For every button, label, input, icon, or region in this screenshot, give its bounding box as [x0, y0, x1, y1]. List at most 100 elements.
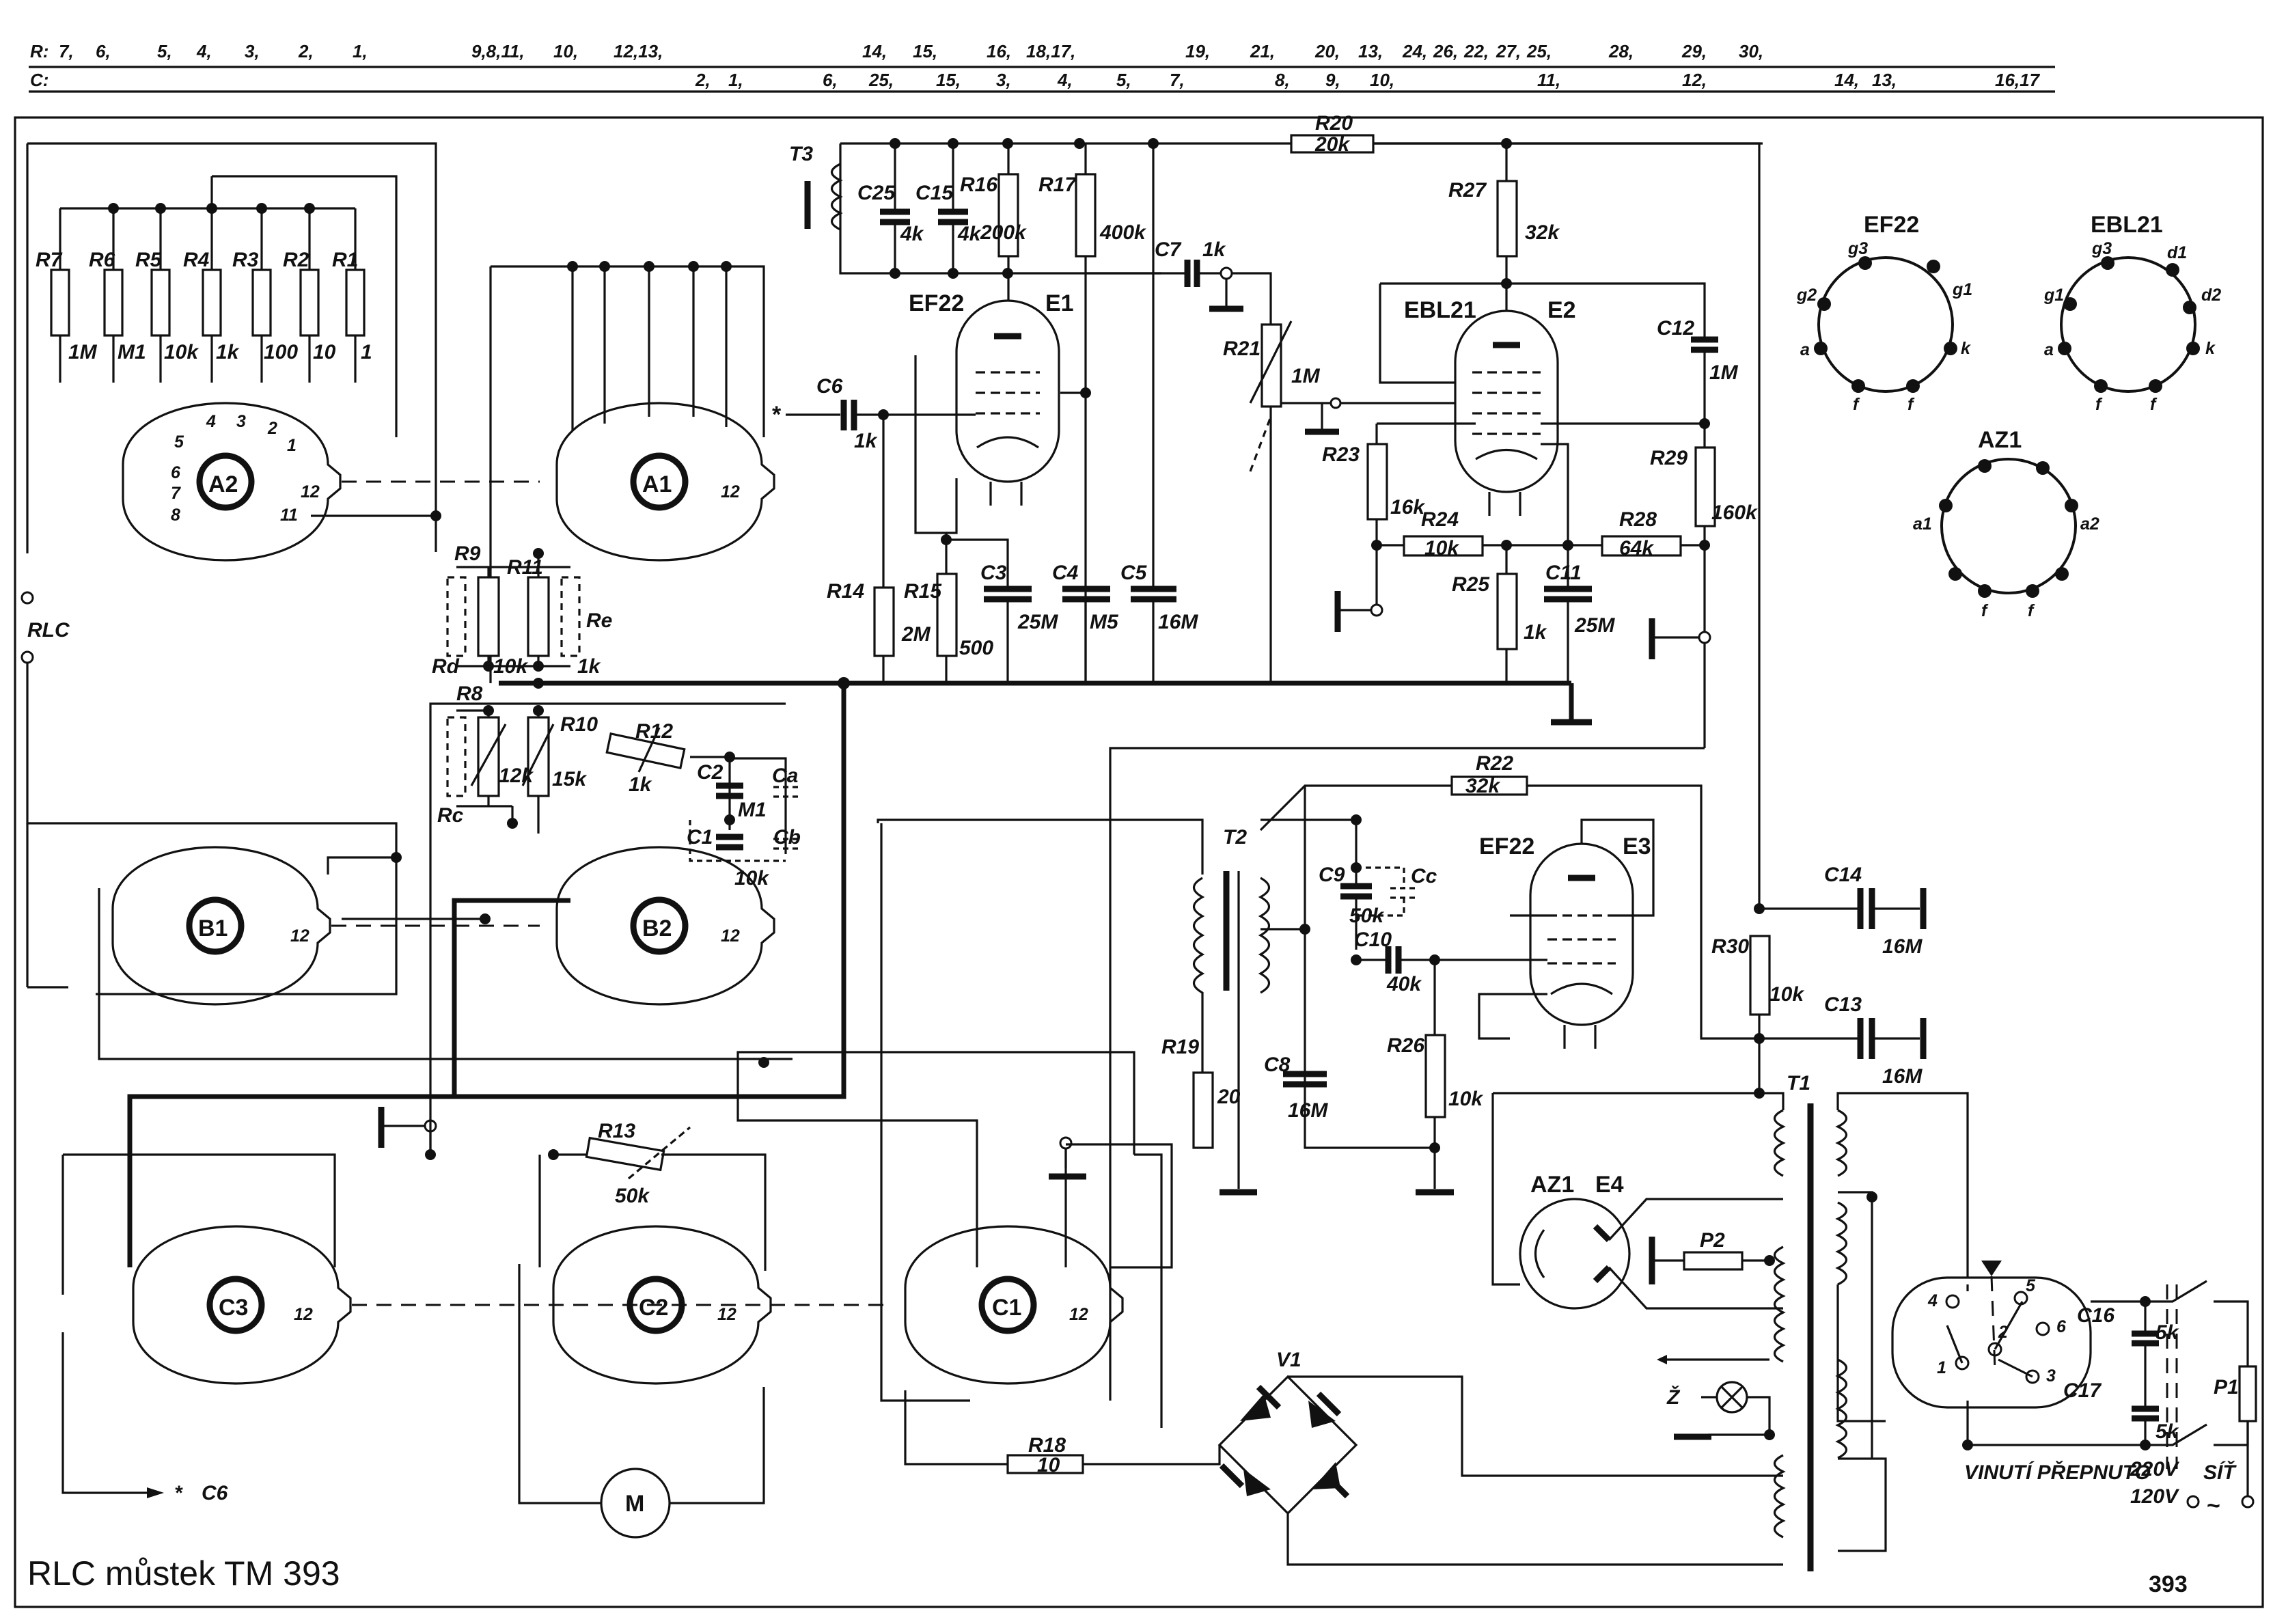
r23-label: R23 — [1322, 443, 1360, 466]
r8-label: R8 — [456, 683, 483, 705]
v220-label: 220V — [2130, 1458, 2180, 1481]
r-col: 18,17, — [1026, 41, 1075, 61]
r-col: 5, — [157, 41, 172, 61]
rlc-label: RLC — [27, 619, 70, 642]
pin-a1: a1 — [1913, 514, 1932, 534]
pin-g2: g2 — [1796, 286, 1817, 305]
switch-c3-label: C3 — [219, 1295, 248, 1321]
pin-label: 12 — [717, 1305, 736, 1324]
c1-value: 10k — [734, 867, 769, 890]
winding-label: VINUTÍ PŘEPNUTO — [1964, 1461, 2151, 1484]
rc-label: Rc — [437, 804, 464, 827]
r6-value: M1 — [118, 341, 146, 363]
r5-resistor — [150, 208, 171, 383]
r4-resistor — [202, 176, 222, 383]
c4-label: C4 — [1052, 562, 1079, 584]
r30-label: R30 — [1711, 935, 1749, 958]
r25-label: R25 — [1452, 573, 1490, 596]
c4-value: M5 — [1090, 611, 1119, 633]
bottom-wiring: R13 50k M * C6 — [61, 702, 1173, 1539]
ca-label: Ca — [772, 765, 798, 787]
r25-resistor — [1496, 573, 1518, 650]
r22-label: R22 — [1476, 752, 1513, 775]
r-col: 25, — [1526, 41, 1552, 61]
pin-label: 4 — [1927, 1291, 1938, 1310]
switch-a1-label: A1 — [642, 471, 672, 497]
r27-resistor — [1496, 180, 1518, 258]
switch-c1[interactable]: C1 12 — [905, 1226, 1122, 1384]
sit-label: SÍŤ — [2203, 1461, 2237, 1484]
switch-c2[interactable]: C2 12 — [553, 1226, 771, 1384]
c-col: 8, — [1275, 70, 1290, 90]
c-col: 6, — [823, 70, 838, 90]
r18-label: R18 — [1028, 1434, 1066, 1457]
r7-label: R7 — [36, 249, 63, 271]
rlc-terminal-top[interactable] — [20, 591, 34, 605]
c16-label: C16 — [2077, 1304, 2114, 1327]
c7-value: 1k — [1202, 238, 1226, 261]
c-col: 7, — [1170, 70, 1185, 90]
c-col: 16,17 — [1995, 70, 2041, 90]
page-number: 393 — [2149, 1571, 2188, 1597]
c7-label: C7 — [1155, 238, 1182, 261]
switch-c3[interactable]: C3 12 — [133, 1226, 350, 1384]
switch-c1-label: C1 — [992, 1295, 1021, 1321]
pin-f: f — [2150, 395, 2158, 414]
p2-fuse — [1683, 1251, 1744, 1271]
switch-a1[interactable]: A1 12 — [557, 403, 774, 560]
t1-transformer: T1 — [1493, 1072, 1969, 1571]
out-c6-label: C6 — [202, 1482, 228, 1504]
r-col: 7, — [59, 41, 74, 61]
r12-label: R12 — [635, 720, 673, 743]
e3-type: EF22 — [1479, 834, 1534, 859]
az1-name: E4 — [1595, 1172, 1624, 1198]
pin-label: 3 — [2046, 1366, 2056, 1386]
switch-b1[interactable]: B1 12 — [113, 847, 330, 1004]
switch-c2-label: C2 — [639, 1295, 668, 1321]
r21-value: 1M — [1291, 365, 1321, 387]
rlc-terminal-bottom[interactable] — [20, 650, 34, 664]
r11-resistor — [527, 576, 550, 657]
pin-d2: d2 — [2201, 286, 2221, 305]
voltage-selector[interactable] — [1891, 1276, 2092, 1409]
pin-f: f — [2028, 601, 2035, 620]
p2-label: P2 — [1700, 1229, 1725, 1252]
r15-value-b: 500 — [959, 637, 993, 659]
pin-label: 12 — [294, 1305, 313, 1324]
r3-resistor — [251, 208, 272, 383]
e1-type: EF22 — [909, 290, 964, 316]
c10-value: 40k — [1386, 973, 1422, 995]
r-col: 4, — [196, 41, 212, 61]
c13-label: C13 — [1824, 993, 1862, 1016]
r-col: 10, — [553, 41, 578, 61]
r28-label: R28 — [1619, 508, 1657, 531]
pin-f: f — [1853, 395, 1860, 414]
pin-label: 1 — [1937, 1358, 1946, 1377]
pin-g3: g3 — [1847, 239, 1868, 258]
r8-r10-network: R8 R10 Rc 12k 15k — [437, 683, 598, 834]
r22-value: 32k — [1465, 775, 1500, 797]
c25-value: 4k — [900, 223, 924, 245]
pin-label: 4 — [206, 412, 216, 431]
c-col: 14, — [1834, 70, 1859, 90]
c14-value: 16M — [1882, 935, 1923, 958]
r7-value: 1M — [68, 341, 98, 363]
r-col: 26, — [1433, 41, 1458, 61]
c-col: 25, — [868, 70, 894, 90]
v1-bridge: V1 — [1217, 1349, 1783, 1566]
c12-label: C12 — [1657, 317, 1694, 340]
r1-label: R1 — [332, 249, 358, 271]
r11-label: R11 — [507, 556, 543, 579]
pin-label: 8 — [171, 506, 180, 525]
switch-b2[interactable]: B2 12 — [557, 847, 774, 1004]
c10-label: C10 — [1354, 928, 1392, 951]
r-col: 14, — [862, 41, 887, 61]
r9-value: 10k — [493, 655, 528, 678]
cb-label: Cb — [773, 826, 801, 849]
v1-label: V1 — [1276, 1349, 1301, 1371]
r14-label: R14 — [827, 580, 864, 603]
e1-tube — [955, 299, 1060, 483]
switch-a2[interactable]: A2 5 4 3 2 1 6 7 8 12 11 — [123, 403, 340, 560]
pin-k: k — [2205, 339, 2216, 358]
pin-k: k — [1961, 339, 1971, 358]
